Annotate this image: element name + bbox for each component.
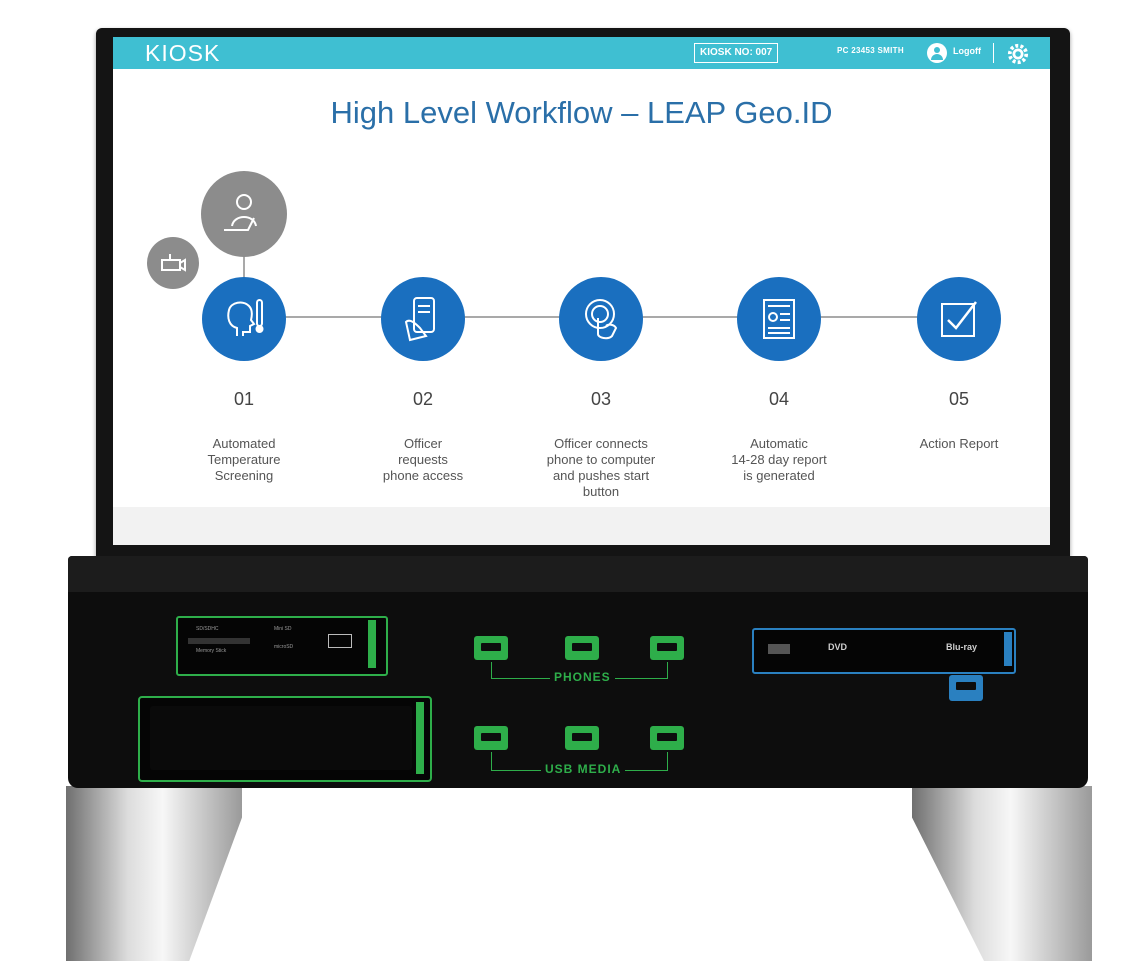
media-bracket-right — [667, 752, 668, 770]
step-number: 03 — [590, 389, 612, 409]
drive-tag — [1004, 632, 1012, 666]
step-description: Action Report — [919, 436, 999, 451]
usb-media-label: USB MEDIA — [541, 762, 626, 776]
media-usb-port-3[interactable] — [650, 726, 684, 750]
tray-tag — [416, 702, 424, 774]
workflow-title: High Level Workflow – LEAP Geo.ID — [330, 95, 833, 130]
step-3-icon — [559, 277, 643, 361]
step-description: Officer requests phone access — [382, 436, 464, 483]
card-label: Memory Stick — [196, 648, 227, 654]
step-number: 02 — [412, 389, 434, 409]
bluray-drive[interactable]: DVD Blu-ray — [752, 628, 1016, 674]
top-bar: KIOSK KIOSK NO: 007 PC 23453 SMITH Logof… — [113, 37, 1050, 69]
base-rim — [68, 556, 1088, 592]
step-1-icon — [202, 277, 286, 361]
header-divider — [993, 43, 994, 63]
eject-button[interactable] — [768, 644, 790, 654]
officer-computer-icon — [201, 171, 287, 257]
step-number: 01 — [233, 389, 255, 409]
drive-usb-port[interactable] — [949, 675, 983, 701]
logoff-link[interactable]: Logoff — [953, 46, 981, 56]
card-reader-tag — [368, 620, 376, 668]
phones-bracket-right — [667, 662, 668, 678]
card-label: Mini SD — [274, 626, 292, 632]
right-leg — [912, 786, 1092, 961]
usb-slot[interactable] — [328, 634, 352, 648]
phone-usb-port-3[interactable] — [650, 636, 684, 660]
kiosk-number-badge: KIOSK NO: 007 — [694, 43, 779, 63]
app-brand: KIOSK — [145, 40, 221, 66]
phone-usb-port-2[interactable] — [565, 636, 599, 660]
user-id-label: PC 23453 SMITH — [837, 46, 904, 55]
step-description: Officer connects phone to computer and p… — [546, 436, 656, 499]
screen-footer-strip — [113, 507, 1050, 545]
step-description: Automated Temperature Screening — [207, 436, 281, 483]
card-label: SD/SDHC — [196, 626, 219, 632]
kiosk-screen: KIOSK KIOSK NO: 007 PC 23453 SMITH Logof… — [113, 37, 1050, 545]
tray-door[interactable] — [150, 706, 412, 770]
phones-bracket-left — [491, 662, 492, 678]
step-4-icon — [737, 277, 821, 361]
media-usb-port-1[interactable] — [474, 726, 508, 750]
step-2-icon — [381, 277, 465, 361]
step-number: 05 — [948, 389, 970, 409]
camera-icon — [147, 237, 199, 289]
media-bracket-left — [491, 752, 492, 770]
phone-usb-port-1[interactable] — [474, 636, 508, 660]
card-label: microSD — [274, 644, 294, 650]
bluray-logo: Blu-ray — [946, 642, 978, 652]
step-number: 04 — [768, 389, 790, 409]
left-leg — [66, 786, 242, 961]
media-usb-port-2[interactable] — [565, 726, 599, 750]
dvd-logo: DVD — [828, 642, 848, 652]
officer-connector — [243, 250, 245, 280]
phones-label: PHONES — [550, 670, 615, 684]
user-avatar-icon[interactable] — [927, 43, 947, 63]
step-description: Automatic 14-28 day report is generated — [731, 436, 827, 483]
card-reader[interactable]: SD/SDHC Mini SD microSD Memory Stick — [176, 616, 388, 676]
card-slot — [188, 638, 250, 644]
gear-icon[interactable] — [1007, 43, 1029, 65]
step-5-icon — [917, 277, 1001, 361]
